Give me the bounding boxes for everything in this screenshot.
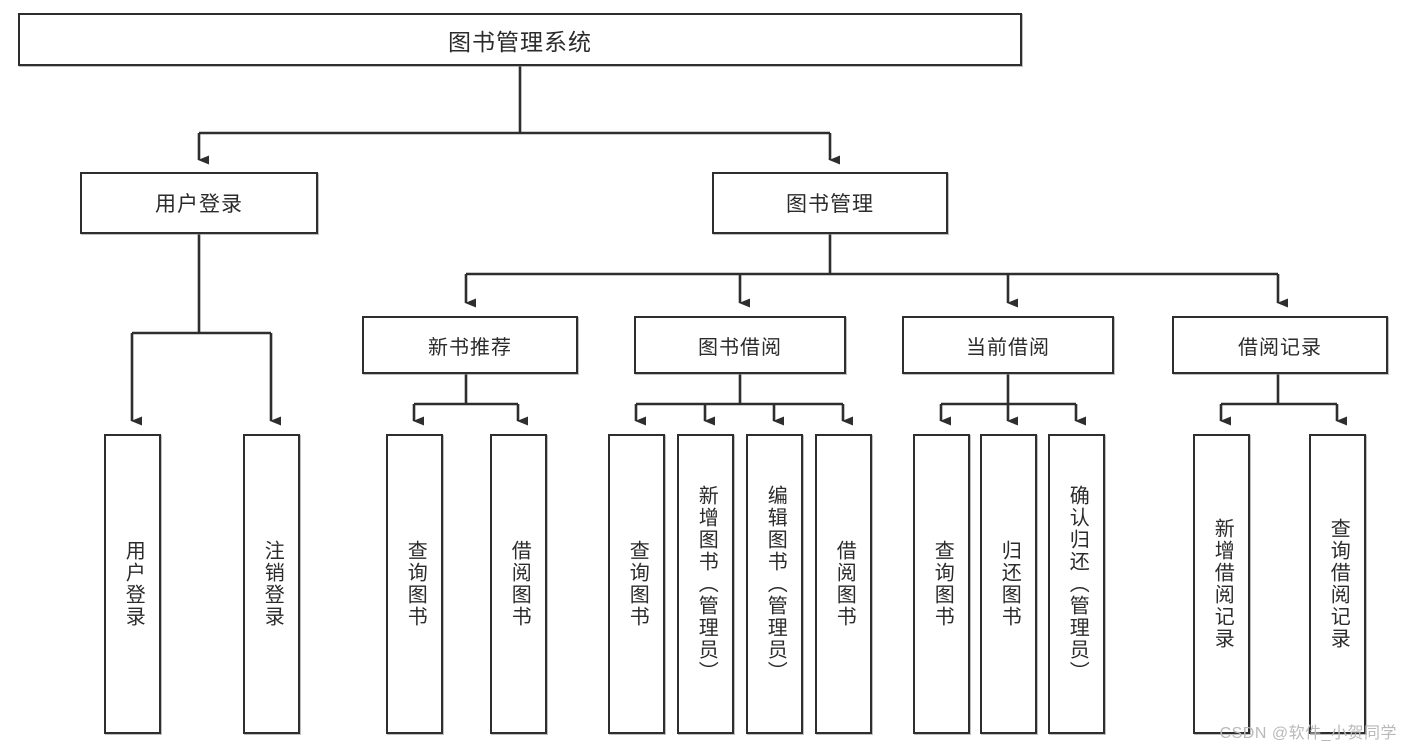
- leaf-new-book-query[interactable]: 查询图书: [386, 434, 443, 734]
- leaf-user-login-logout[interactable]: 注销登录: [243, 434, 300, 734]
- node-borrow-record-label: 借阅记录: [1238, 336, 1322, 359]
- leaf-borrow-record-query-label: 查询借阅记录: [1327, 518, 1350, 650]
- node-book-manage-label: 图书管理: [786, 193, 874, 216]
- node-new-book-recommend-label: 新书推荐: [428, 336, 512, 359]
- leaf-book-borrow-query-label: 查询图书: [626, 540, 649, 628]
- leaf-book-borrow-add-label: 新增图书（管理员）: [695, 485, 718, 683]
- leaf-current-borrow-query[interactable]: 查询图书: [913, 434, 970, 734]
- node-root-label: 图书管理系统: [448, 28, 592, 55]
- leaf-book-borrow-borrow-label: 借阅图书: [833, 540, 856, 628]
- node-user-login[interactable]: 用户登录: [80, 172, 318, 234]
- leaf-current-borrow-query-label: 查询图书: [931, 540, 954, 628]
- leaf-new-book-query-label: 查询图书: [404, 540, 427, 628]
- node-borrow-record[interactable]: 借阅记录: [1172, 316, 1388, 374]
- leaf-user-login-login-label: 用户登录: [122, 540, 145, 628]
- leaf-current-borrow-return[interactable]: 归还图书: [980, 434, 1037, 734]
- leaf-current-borrow-confirm-label: 确认归还（管理员）: [1066, 485, 1089, 683]
- leaf-new-book-borrow[interactable]: 借阅图书: [490, 434, 547, 734]
- node-current-borrow-label: 当前借阅: [966, 336, 1050, 359]
- leaf-book-borrow-edit-label: 编辑图书（管理员）: [764, 485, 787, 683]
- node-book-manage[interactable]: 图书管理: [712, 172, 948, 234]
- watermark: CSDN @软件_小贺同学: [1219, 725, 1397, 742]
- node-new-book-recommend[interactable]: 新书推荐: [362, 316, 578, 374]
- node-root[interactable]: 图书管理系统: [18, 13, 1022, 66]
- leaf-current-borrow-return-label: 归还图书: [998, 540, 1021, 628]
- node-book-borrow-label: 图书借阅: [698, 336, 782, 359]
- leaf-book-borrow-query[interactable]: 查询图书: [608, 434, 665, 734]
- leaf-book-borrow-borrow[interactable]: 借阅图书: [815, 434, 872, 734]
- leaf-borrow-record-add-label: 新增借阅记录: [1211, 518, 1234, 650]
- leaf-borrow-record-query[interactable]: 查询借阅记录: [1309, 434, 1366, 734]
- leaf-borrow-record-add[interactable]: 新增借阅记录: [1193, 434, 1250, 734]
- node-book-borrow[interactable]: 图书借阅: [634, 316, 846, 374]
- leaf-book-borrow-add[interactable]: 新增图书（管理员）: [677, 434, 734, 734]
- leaf-current-borrow-confirm[interactable]: 确认归还（管理员）: [1048, 434, 1105, 734]
- leaf-user-login-logout-label: 注销登录: [261, 540, 284, 628]
- node-current-borrow[interactable]: 当前借阅: [902, 316, 1114, 374]
- leaf-book-borrow-edit[interactable]: 编辑图书（管理员）: [746, 434, 803, 734]
- leaf-new-book-borrow-label: 借阅图书: [508, 540, 531, 628]
- leaf-user-login-login[interactable]: 用户登录: [104, 434, 161, 734]
- node-user-login-label: 用户登录: [155, 193, 243, 216]
